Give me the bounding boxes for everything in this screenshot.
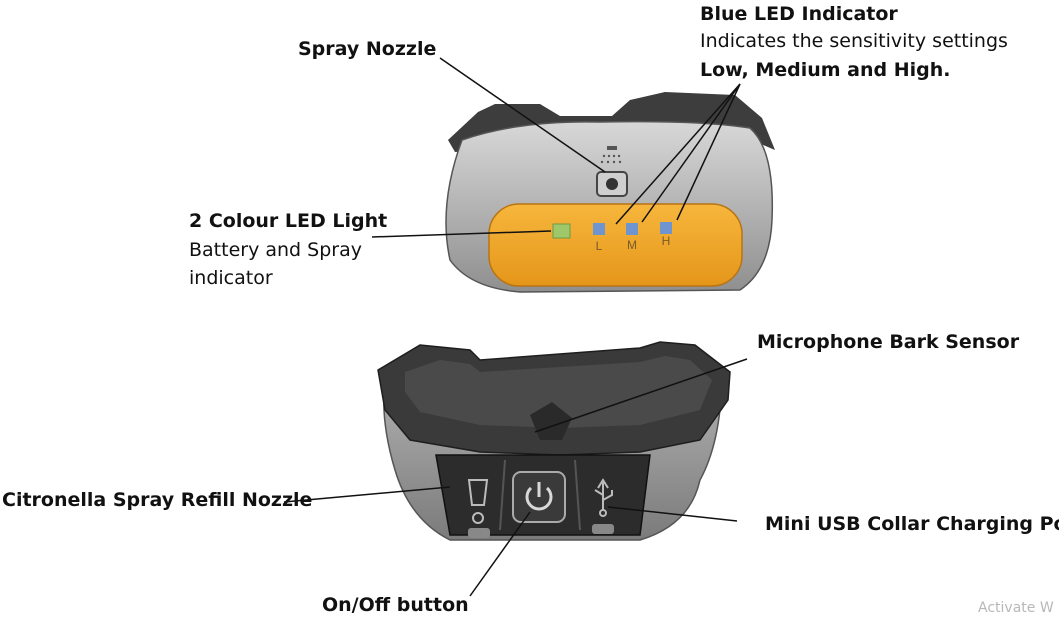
label-usb-port: Mini USB Collar Charging Port <box>765 513 1059 535</box>
blue-led-medium <box>626 223 638 235</box>
label-onoff-button: On/Off button <box>322 594 469 616</box>
collar-front-view: L M H <box>445 92 775 293</box>
blue-led-high <box>660 222 672 234</box>
label-two-colour-desc-2: indicator <box>189 267 273 289</box>
green-led <box>552 223 571 239</box>
label-blue-led-desc: Indicates the sensitivity settings <box>700 30 1008 52</box>
amber-led-panel <box>488 203 743 287</box>
label-two-colour-led: 2 Colour LED Light <box>189 210 388 232</box>
usb-icon <box>594 478 613 517</box>
label-microphone-sensor: Microphone Bark Sensor <box>757 331 1020 353</box>
label-blue-led-title: Blue LED Indicator <box>700 3 898 25</box>
refill-nozzle-icon <box>467 479 489 524</box>
label-spray-nozzle: Spray Nozzle <box>298 38 437 60</box>
watermark-text: Activate W <box>978 600 1054 616</box>
collar-rear-view <box>377 341 731 541</box>
leader-lines <box>283 57 748 597</box>
led-letter-low: L <box>596 239 603 253</box>
blue-led-low <box>593 223 605 235</box>
led-letter-high: H <box>662 234 671 248</box>
label-blue-led-levels: Low, Medium and High. <box>700 59 951 81</box>
spray-symbol-icon <box>600 146 622 164</box>
label-citronella-refill: Citronella Spray Refill Nozzle <box>2 489 313 511</box>
label-two-colour-desc-1: Battery and Spray <box>189 239 362 261</box>
led-letter-medium: M <box>627 238 637 252</box>
power-icon <box>525 482 553 511</box>
